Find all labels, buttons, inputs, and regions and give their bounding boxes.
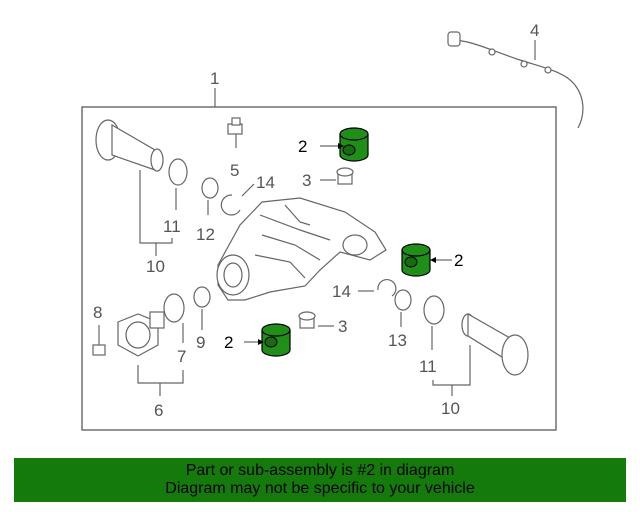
callout-1: 1 bbox=[210, 69, 219, 88]
callout-10-right: 10 bbox=[441, 399, 460, 418]
callout-2-bottom: 2 bbox=[224, 333, 233, 352]
callout-7: 7 bbox=[177, 347, 186, 366]
ring-9 bbox=[193, 286, 211, 308]
banner-line-2: Diagram may not be specific to your vehi… bbox=[165, 480, 475, 497]
differential-housing bbox=[216, 197, 387, 301]
bushing-2-right bbox=[401, 243, 431, 277]
callout-5: 5 bbox=[230, 161, 239, 180]
callout-14-right: 14 bbox=[332, 282, 351, 301]
bushing-2-top bbox=[339, 127, 369, 162]
callout-2-right: 2 bbox=[454, 251, 463, 270]
seal-left-top bbox=[168, 158, 188, 186]
seal-7 bbox=[163, 293, 185, 323]
clip-14-top bbox=[220, 194, 241, 216]
callout-2-top: 2 bbox=[298, 137, 307, 156]
callout-4: 4 bbox=[530, 21, 539, 40]
sensor-5 bbox=[227, 117, 243, 148]
wire-harness-part bbox=[447, 31, 584, 129]
output-flange-right bbox=[461, 312, 529, 376]
nut-8 bbox=[92, 325, 106, 356]
callout-8: 8 bbox=[93, 303, 102, 322]
callout-6: 6 bbox=[154, 401, 163, 420]
ring-13 bbox=[394, 289, 412, 311]
callout-11-left: 11 bbox=[163, 217, 181, 236]
callout-12: 12 bbox=[196, 225, 215, 244]
assembly-frame bbox=[81, 106, 557, 431]
banner-line-1: Part or sub-assembly is #2 in diagram bbox=[185, 462, 455, 479]
bushing-2-bottom bbox=[261, 323, 291, 357]
callout-3-top: 3 bbox=[302, 171, 311, 190]
info-banner: Part or sub-assembly is #2 in diagram Di… bbox=[14, 458, 626, 502]
bolt-3-top bbox=[336, 167, 354, 185]
clip-14-right bbox=[377, 279, 397, 297]
callout-14-top: 14 bbox=[256, 173, 275, 192]
ring-12 bbox=[201, 177, 219, 199]
seal-right bbox=[423, 295, 445, 325]
input-flange-6 bbox=[117, 311, 165, 357]
callout-3-bottom: 3 bbox=[338, 317, 347, 336]
callout-11-right: 11 bbox=[419, 357, 437, 376]
output-flange-left bbox=[95, 119, 164, 172]
callout-9: 9 bbox=[196, 333, 205, 352]
callout-10-left: 10 bbox=[146, 257, 165, 276]
callout-13: 13 bbox=[388, 331, 407, 350]
parts-diagram: 1 4 11 10 12 14 5 2 bbox=[81, 21, 584, 431]
bracket-10-right bbox=[432, 345, 471, 386]
bolt-3-bottom bbox=[298, 311, 316, 329]
bracket-6 bbox=[137, 365, 184, 384]
